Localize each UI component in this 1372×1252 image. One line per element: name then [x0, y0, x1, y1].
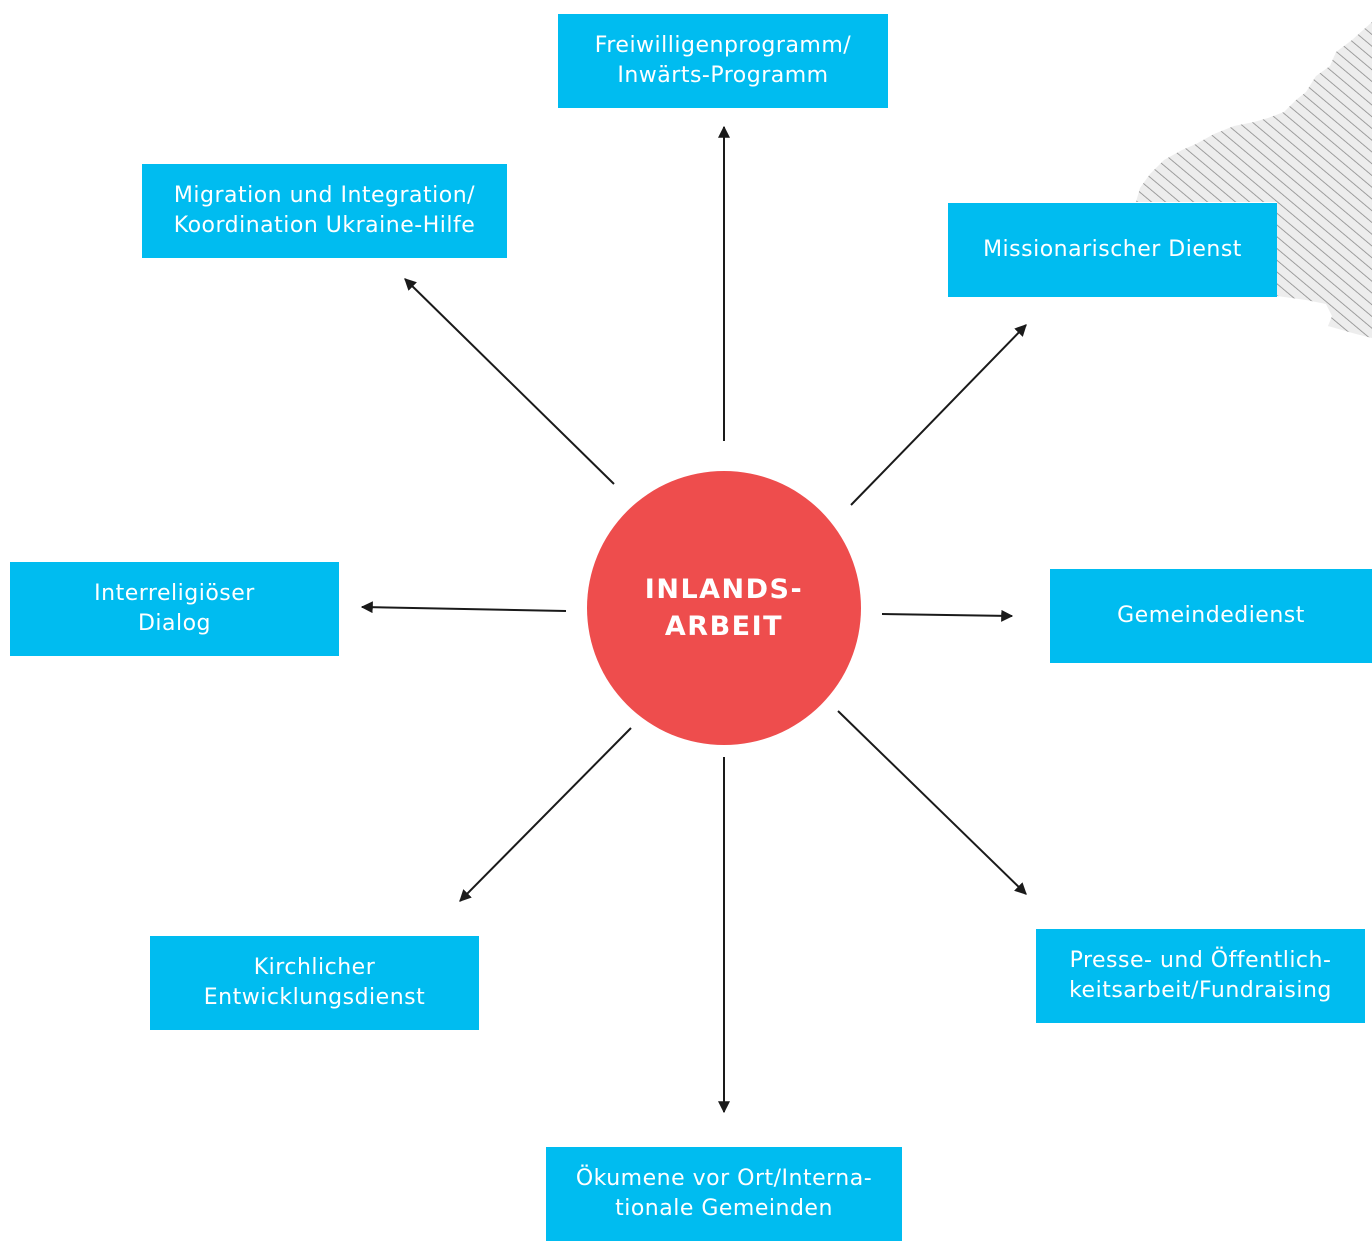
arrow-to-left — [360, 601, 567, 614]
box-label: Missionarischer Dienst — [983, 237, 1242, 262]
box-gemeindedienst: Gemeindedienst — [1050, 569, 1372, 663]
box-presse-oeffentlichkeitsarbeit: Presse- und Öffentlich- keitsarbeit/Fund… — [1036, 929, 1365, 1023]
box-missionarischer-dienst: Missionarischer Dienst — [948, 203, 1277, 297]
box-label: Migration und Integration/ Koordination … — [173, 183, 476, 238]
arrow-to-right — [881, 609, 1014, 622]
box-oekumene-vor-ort: Ökumene vor Ort/Interna- tionale Gemeind… — [546, 1147, 902, 1241]
box-label: Interreligiöser Dialog — [94, 581, 255, 636]
box-label: Freiwilligenprogramm/ Inwärts-Programm — [594, 33, 852, 88]
box-label: Ökumene vor Ort/Interna- tionale Gemeind… — [575, 1166, 873, 1221]
box-label: Kirchlicher Entwicklungsdienst — [203, 955, 426, 1010]
hatched-map-shape — [1136, 22, 1372, 338]
arrow-to-top-left — [404, 278, 615, 485]
box-kirchlicher-entwicklungsdienst: Kirchlicher Entwicklungsdienst — [150, 936, 479, 1030]
hub-circle: INLANDS- ARBEIT — [587, 471, 861, 745]
box-interreligioeser-dialog: Interreligiöser Dialog — [10, 562, 339, 656]
arrow-to-bottom-left — [459, 727, 632, 902]
arrow-to-bottom-right — [837, 710, 1027, 895]
box-label: Gemeindedienst — [1117, 603, 1305, 628]
box-migration-integration: Migration und Integration/ Koordination … — [142, 164, 507, 258]
box-freiwilligenprogramm: Freiwilligenprogramm/ Inwärts-Programm — [558, 14, 888, 108]
box-label: Presse- und Öffentlich- keitsarbeit/Fund… — [1069, 948, 1332, 1003]
arrow-to-top-right — [850, 324, 1027, 506]
hub-label: INLANDS- ARBEIT — [644, 574, 804, 642]
